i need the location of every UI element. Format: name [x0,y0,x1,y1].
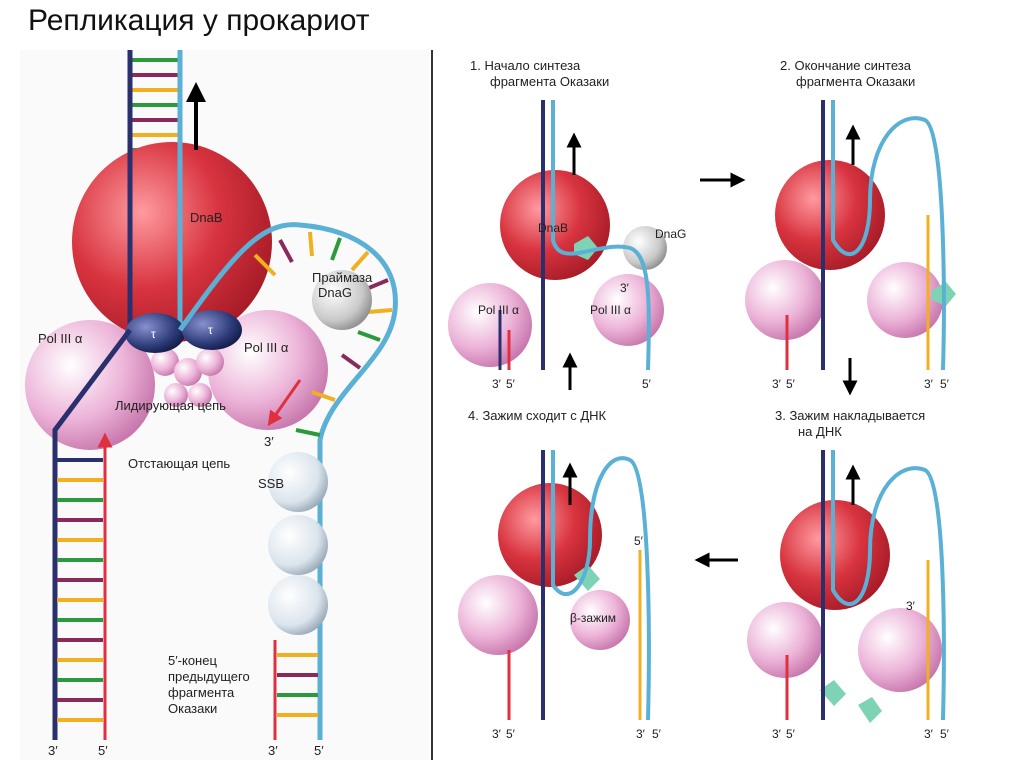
p2-end5r: 5′ [940,377,950,391]
prev-fragment-label-1: 5′-конец [168,653,217,668]
dnab-label: DnaB [190,210,223,225]
p4-end5r: 5′ [652,727,662,741]
p3-end3: 3′ [772,727,782,741]
p2-title-2: фрагмента Оказаки [796,74,915,89]
pol-iii-right [208,310,328,430]
lagging-rungs [253,231,393,717]
dnab-helicase [72,142,272,342]
p4-end3r: 3′ [636,727,646,741]
leading-strand-label: Лидирующая цепь [115,398,226,413]
p4-clamp: β-зажим [570,611,616,625]
p1-dnab: DnaB [538,221,568,235]
p4-end3: 3′ [492,727,502,741]
p1-title-2: фрагмента Оказаки [490,74,609,89]
panel-2: 2. Окончание синтеза фрагмента Оказаки 3… [745,58,956,391]
end-left-3: 3′ [48,743,58,758]
p2-title-1: 2. Окончание синтеза [780,58,912,73]
p2-end5: 5′ [786,377,796,391]
end-right-3: 3′ [268,743,278,758]
p4-end5: 5′ [506,727,516,741]
p2-end3: 3′ [772,377,782,391]
primase-dnag [312,270,372,330]
p2-end3r: 3′ [924,377,934,391]
p1-end3: 3′ [492,377,502,391]
primase-label-1: Праймаза [312,270,373,285]
prev-fragment-label-4: Оказаки [168,701,217,716]
p4-title-1: 4. Зажим сходит с ДНК [468,408,607,423]
leading-template-strand [52,328,132,740]
panel-4: 4. Зажим сходит с ДНК β-зажим 5′ 3′ 5′ 3… [458,408,662,741]
p3-end5: 5′ [786,727,796,741]
p4-five: 5′ [634,534,644,548]
p1-three: 3′ [620,281,630,295]
prev-fragment-label-3: фрагмента [168,685,235,700]
tau2-label: τ [208,323,213,337]
end-right-5: 5′ [314,743,324,758]
lagging-new-strand [267,379,302,427]
ssb-proteins [268,452,328,635]
lagging-strand-label: Отстающая цепь [128,456,230,471]
panel-1: 1. Начало синтеза фрагмента Оказаки DnaB… [448,58,686,391]
lagging-3prime: 3′ [264,434,274,449]
p3-end3r: 3′ [924,727,934,741]
tau-subunit-2 [182,310,242,350]
p3-title-2: на ДНК [798,424,842,439]
panel-3: 3. Зажим накладывается на ДНК 3′ 3′ 5′ 3… [747,408,950,741]
p1-end5r: 5′ [642,377,652,391]
p1-title-1: 1. Начало синтеза [470,58,581,73]
pol-left-label: Pol III α [38,331,83,346]
ssb-label: SSB [258,476,284,491]
p1-pol-a: Pol III α [478,303,519,317]
leading-rungs [57,458,103,722]
p3-title-1: 3. Зажим накладывается [775,408,925,423]
tau-subunit-1 [125,313,185,353]
p1-dnag: DnaG [655,227,686,241]
end-left-5: 5′ [98,743,108,758]
lagging-template-strand [177,222,398,740]
pol-right-label: Pol III α [244,340,289,355]
prev-fragment-label-2: предыдущего [168,669,250,684]
slide-title: Репликация у прокариот [28,4,370,37]
p1-end5: 5′ [506,377,516,391]
primase-label-2: DnaG [318,285,352,300]
p1-pol-b: Pol III α [590,303,631,317]
p3-three: 3′ [906,599,916,613]
clamp-loader-beads [151,348,224,407]
tau1-label: τ [151,327,156,341]
p3-end5r: 5′ [940,727,950,741]
